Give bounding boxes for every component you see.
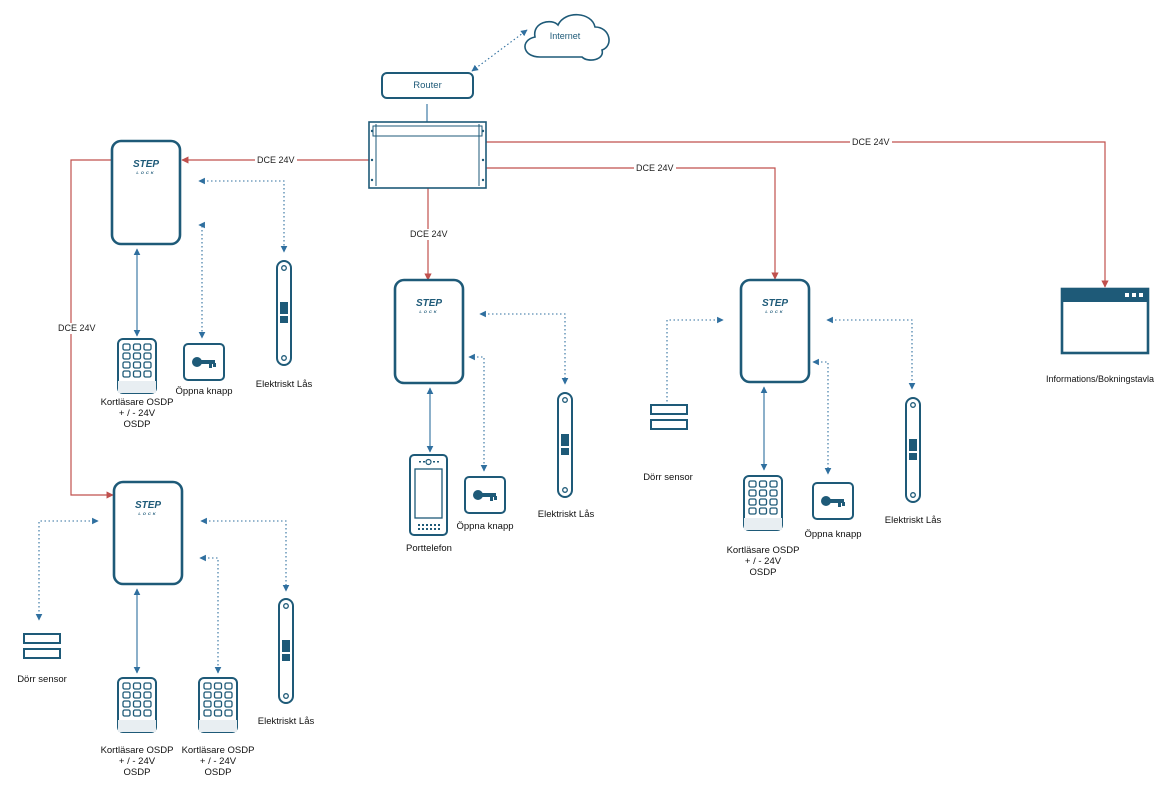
power-label-c1: DCE 24V xyxy=(255,155,297,166)
electric-lock-label: Elektriskt Lås xyxy=(257,716,315,727)
open-button-label: Öppna knapp xyxy=(804,529,862,540)
card-reader-icon xyxy=(743,475,783,531)
controller-2-brand: STEP xyxy=(135,500,161,511)
power-line-c4 xyxy=(486,167,779,280)
cloud-icon xyxy=(524,13,610,61)
card-reader-label: Kortläsare OSDP + / - 24V OSDP xyxy=(100,397,174,430)
electric-lock-icon xyxy=(905,397,921,503)
key-button-icon xyxy=(464,476,506,514)
card-reader-icon xyxy=(198,677,238,733)
power-label-c4: DCE 24V xyxy=(634,163,676,174)
controller-2-brand-sub: LOCK xyxy=(138,511,157,516)
electric-lock-label: Elektriskt Lås xyxy=(537,509,595,520)
door-sensor-label: Dörr sensor xyxy=(643,472,693,483)
power-label-c3: DCE 24V xyxy=(408,229,450,240)
electric-lock-label: Elektriskt Lås xyxy=(884,515,942,526)
card-reader-label: Kortläsare OSDP + / - 24V OSDP xyxy=(100,745,174,778)
controller-4 xyxy=(739,278,811,384)
controller-3-brand-sub: LOCK xyxy=(419,309,438,314)
controller-3 xyxy=(393,278,465,385)
electric-lock-label: Elektriskt Lås xyxy=(255,379,313,390)
display-label: Informations/Bokningstavla xyxy=(1045,374,1155,384)
card-reader-icon xyxy=(117,677,157,733)
information-display-icon xyxy=(1060,287,1150,355)
key-button-icon xyxy=(812,482,854,520)
internet-label: Internet xyxy=(549,31,581,41)
controller-4-brand: STEP xyxy=(762,298,788,309)
card-reader-label: Kortläsare OSDP + / - 24V OSDP xyxy=(726,545,800,578)
controller-4-brand-sub: LOCK xyxy=(765,309,784,314)
controller-1-brand-sub: LOCK xyxy=(136,170,155,175)
controller-1-brand: STEP xyxy=(133,159,159,170)
electric-lock-icon xyxy=(276,260,292,366)
electric-lock-icon xyxy=(278,598,294,704)
key-button-icon xyxy=(183,343,225,381)
power-line-display xyxy=(486,141,1109,288)
door-sensor-icon xyxy=(650,404,688,430)
router-label: Router xyxy=(413,80,442,91)
server-rack-icon xyxy=(368,121,487,189)
open-button-label: Öppna knapp xyxy=(456,521,514,532)
intercom-icon xyxy=(409,454,448,536)
card-reader-label: Kortläsare OSDP + / - 24V OSDP xyxy=(181,745,255,778)
controller-2 xyxy=(112,480,184,586)
door-sensor-label: Dörr sensor xyxy=(17,674,67,685)
electric-lock-icon xyxy=(557,392,573,498)
controller-3-brand: STEP xyxy=(416,298,442,309)
router-box xyxy=(381,72,474,99)
controller-1 xyxy=(110,139,182,246)
door-sensor-icon xyxy=(23,633,61,659)
intercom-label: Porttelefon xyxy=(406,543,452,554)
card-reader-icon xyxy=(117,338,157,394)
power-label-display: DCE 24V xyxy=(850,137,892,148)
power-label-c2: DCE 24V xyxy=(56,323,98,334)
open-button-label: Öppna knapp xyxy=(175,386,233,397)
